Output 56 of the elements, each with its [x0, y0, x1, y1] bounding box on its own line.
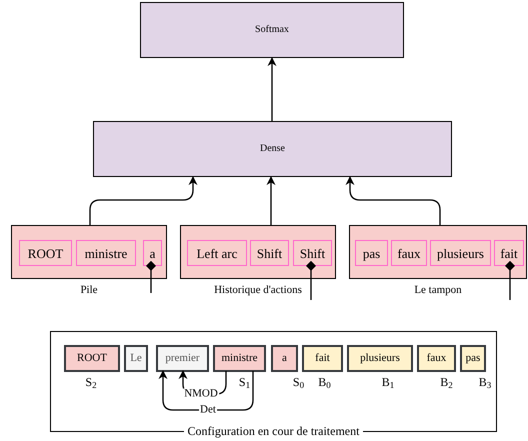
diamond-connector: [505, 260, 515, 300]
node-label: fait: [315, 353, 330, 364]
position-label: B$_{2}$: [440, 376, 453, 388]
diamond-connector: [146, 260, 156, 293]
node-label: plusieurs: [437, 246, 484, 260]
token-box: [293, 240, 332, 266]
token-box: [250, 240, 289, 266]
node-label: ministre: [221, 353, 258, 364]
position-label: B$_{1}$: [382, 376, 394, 388]
node-label: Softmax: [255, 25, 289, 35]
token-box: [76, 240, 136, 266]
node-label: ROOT: [28, 246, 64, 260]
arrow: [158, 370, 254, 411]
token-box: [187, 240, 247, 266]
node-label: a: [282, 353, 287, 364]
node-label: plusieurs: [360, 353, 400, 364]
edge-label: Det: [199, 404, 217, 416]
node-label: Shift: [256, 246, 282, 260]
layer-box: [93, 121, 452, 177]
position-label: S$_{1}$: [238, 376, 250, 388]
token-box: [494, 240, 524, 266]
node-label: a: [150, 246, 156, 260]
node-label: ROOT: [77, 353, 107, 364]
node-label: ministre: [84, 246, 128, 260]
arrow: [346, 176, 441, 225]
node-label: premier: [165, 353, 200, 364]
token-box: [124, 345, 148, 372]
edge-label: NMOD: [183, 388, 219, 400]
panel-label: Le tampon: [413, 285, 463, 296]
arrow: [266, 176, 276, 225]
token-box: [143, 240, 162, 266]
node-label: faux: [426, 353, 446, 364]
position-label: B$_{0}$: [318, 376, 331, 388]
layer-box: [140, 2, 404, 58]
position-label: S$_{2}$: [85, 376, 97, 388]
node-label: pas: [466, 353, 480, 364]
token-box: [430, 240, 491, 266]
panel-label: Pile: [79, 285, 99, 296]
token-box: [391, 240, 427, 266]
panel-label: Historique d'actions: [213, 285, 303, 296]
token-box: [19, 240, 72, 266]
arrow: [268, 57, 276, 121]
arrow: [89, 176, 198, 225]
node-label: fait: [500, 246, 518, 260]
node-label: Shift: [300, 246, 326, 260]
node-label: Left arc: [196, 246, 238, 260]
node-label: Le: [130, 353, 142, 364]
node-label: pas: [362, 246, 380, 260]
frame-label: Configuration en cour de traitement: [184, 424, 364, 438]
diamond-connector: [306, 260, 316, 300]
position-label: B$_{3}$: [478, 376, 492, 388]
token-box: [156, 345, 209, 372]
node-label: Dense: [260, 144, 285, 154]
token-box: [355, 240, 388, 266]
node-label: faux: [397, 246, 421, 260]
position-label: S$_{0}$: [292, 376, 304, 388]
